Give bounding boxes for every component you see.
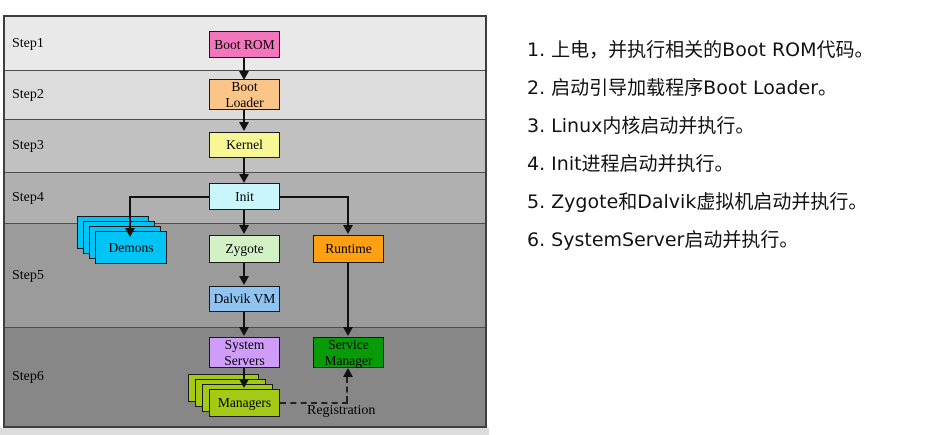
node-kernel: Kernel (209, 132, 280, 158)
node-boot-loader-line2: Loader (225, 94, 264, 110)
arrowhead-icon (239, 225, 249, 234)
node-zygote: Zygote (209, 235, 280, 263)
step1-label: Step1 (12, 35, 44, 51)
arrowhead-icon (239, 174, 249, 183)
arrow-init-runtime-vertical (347, 196, 349, 225)
node-service-manager-line2: Manager (324, 352, 373, 368)
bottom-strip (0, 428, 489, 435)
note-line-2: 2. 启动引导加载程序Boot Loader。 (527, 77, 838, 99)
node-system-servers-line2: Servers (224, 352, 265, 368)
node-demons-label: Demons (108, 239, 154, 255)
node-init-label: Init (235, 188, 254, 204)
node-system-servers: System Servers (209, 337, 280, 368)
node-managers-label: Managers (217, 395, 272, 411)
arrow-runtime-servicemanager (347, 263, 349, 327)
step4-label: Step4 (12, 190, 44, 205)
arrow-bootloader-kernel (243, 110, 245, 122)
step6-label: Step6 (12, 369, 44, 384)
arrow-init-demons-horizontal (130, 196, 209, 198)
registration-edge-horizontal (280, 402, 348, 404)
note-line-6: 6. SystemServer启动并执行。 (527, 229, 799, 251)
arrow-init-demons-vertical (129, 196, 131, 228)
note-line-1: 1. 上电，并执行相关的Boot ROM代码。 (527, 39, 874, 61)
arrowhead-icon (343, 225, 353, 234)
registration-edge-vertical (346, 377, 348, 402)
arrow-bootrom-bootloader (243, 57, 245, 71)
arrowhead-icon (125, 228, 135, 237)
note-line-3: 3. Linux内核启动并执行。 (527, 115, 755, 137)
arrowhead-icon (239, 122, 249, 131)
node-kernel-label: Kernel (226, 137, 263, 153)
note-line-4: 4. Init进程启动并执行。 (527, 153, 734, 175)
node-dalvik-vm: Dalvik VM (209, 286, 280, 312)
node-service-manager-line1: Service (328, 337, 369, 353)
step3-label: Step3 (12, 138, 44, 153)
arrowhead-icon (343, 327, 353, 336)
node-dalvik-vm-label: Dalvik VM (213, 291, 276, 307)
arrowhead-icon (239, 276, 249, 285)
note-line-5: 5. Zygote和Dalvik虚拟机启动并执行。 (527, 191, 868, 213)
node-zygote-label: Zygote (225, 241, 264, 257)
node-system-servers-line1: System (224, 337, 265, 353)
arrowhead-up-icon (343, 368, 353, 377)
step2-label: Step2 (12, 87, 44, 102)
step5-label: Step5 (12, 267, 44, 283)
node-runtime: Runtime (313, 235, 384, 263)
node-runtime-label: Runtime (325, 241, 372, 257)
boot-flowchart: Boot ROM Boot Loader Kernel Init Demons … (0, 31, 489, 435)
node-boot-rom-label: Boot ROM (214, 36, 275, 52)
arrow-dalvik-systemservers (243, 312, 245, 327)
arrow-systemservers-managers (243, 368, 245, 379)
arrow-init-runtime-horizontal (280, 196, 348, 198)
node-boot-loader: Boot Loader (209, 79, 280, 110)
node-service-manager: Service Manager (313, 337, 384, 368)
arrowhead-icon (239, 71, 249, 80)
arrow-kernel-init (243, 158, 245, 174)
boot-steps-notes: 1. 上电，并执行相关的Boot ROM代码。 2. 启动引导加载程序Boot … (527, 31, 932, 259)
registration-edge-label: Registration (307, 403, 376, 418)
arrow-zygote-dalvik (243, 263, 245, 276)
band-step1: Step1 (5, 17, 485, 70)
arrow-init-zygote (243, 210, 245, 225)
node-managers: Managers (209, 389, 280, 417)
arrowhead-icon (239, 379, 249, 388)
arrowhead-icon (239, 327, 249, 336)
node-boot-loader-line1: Boot (231, 79, 258, 95)
node-init: Init (209, 183, 280, 210)
node-boot-rom: Boot ROM (209, 31, 280, 58)
